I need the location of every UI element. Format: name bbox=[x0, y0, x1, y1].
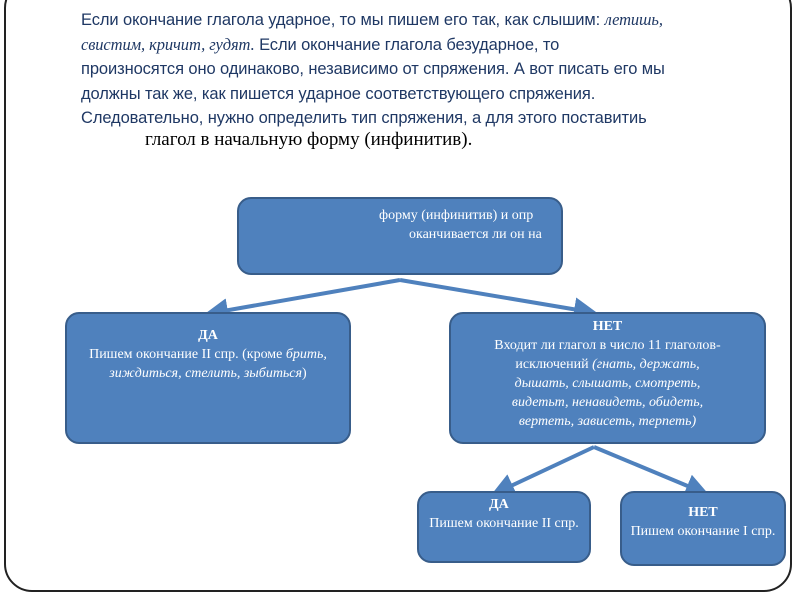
no2-box: НЕТ Пишем окончание I спр. bbox=[620, 491, 786, 566]
arrow-to-no2 bbox=[593, 445, 710, 497]
yes-box-text: Пишем окончание II спр. (кроме bbox=[89, 347, 283, 362]
no-box: НЕТ Входит ли глагол в число 11 глаголов… bbox=[449, 312, 766, 444]
no-box-title: НЕТ bbox=[592, 319, 623, 334]
arrow-to-yes2 bbox=[490, 445, 595, 497]
intro-example: свистим, кричит, гудят. bbox=[81, 34, 255, 54]
no-box-text: Входит ли глагол в число 11 глаголов- bbox=[494, 338, 721, 353]
arrow-to-no bbox=[399, 278, 598, 322]
no2-box-text: Пишем окончание I спр. bbox=[630, 524, 776, 539]
no-box-text: исключений bbox=[515, 357, 593, 372]
yes2-box: ДА Пишем окончание II спр. bbox=[417, 491, 591, 563]
no-box-exceptions: дышать, слышать, смотреть, bbox=[514, 376, 701, 391]
intro-last-line: глагол в начальную форму (инфинитив). bbox=[145, 129, 473, 150]
arrow-to-yes bbox=[204, 278, 401, 323]
no-box-exceptions: вертеть, зависеть, терпеть) bbox=[518, 414, 697, 429]
intro-line: Если окончание глагола ударное, то мы пи… bbox=[81, 11, 605, 29]
yes-box-text: ) bbox=[302, 366, 307, 381]
yes-box-exceptions: брить, зиждиться, стелить, зыбиться bbox=[109, 347, 327, 381]
intro-line: должны так же, как пишется ударное соотв… bbox=[81, 84, 596, 103]
no-box-exceptions: (гнать, держать, bbox=[592, 357, 700, 372]
no-box-exceptions: видетьт, ненавидеть, обидеть, bbox=[511, 395, 704, 410]
intro-example: летишь, bbox=[604, 10, 663, 29]
top-box-line: оканчивается ли он на bbox=[409, 227, 542, 242]
yes-box: ДА Пишем окончание II спр. (кроме брить,… bbox=[65, 312, 351, 444]
yes2-box-text: Пишем окончание II спр. bbox=[429, 516, 579, 531]
intro-line: произносятся оно одинаково, независимо о… bbox=[81, 60, 665, 78]
top-box-line: форму (инфинитив) и опр bbox=[379, 208, 534, 223]
intro-text: Если окончание глагола ударное, то мы пи… bbox=[81, 8, 800, 131]
slide-frame bbox=[4, 0, 792, 592]
yes-box-title: ДА bbox=[198, 328, 218, 343]
top-box: форму (инфинитив) и опр оканчивается ли … bbox=[237, 197, 563, 275]
yes2-box-title: ДА bbox=[489, 497, 509, 512]
intro-line: Если окончание глагола безударное, то bbox=[254, 35, 560, 54]
intro-line: Следовательно, нужно определить тип спря… bbox=[81, 109, 647, 127]
no2-box-title: НЕТ bbox=[688, 505, 718, 520]
